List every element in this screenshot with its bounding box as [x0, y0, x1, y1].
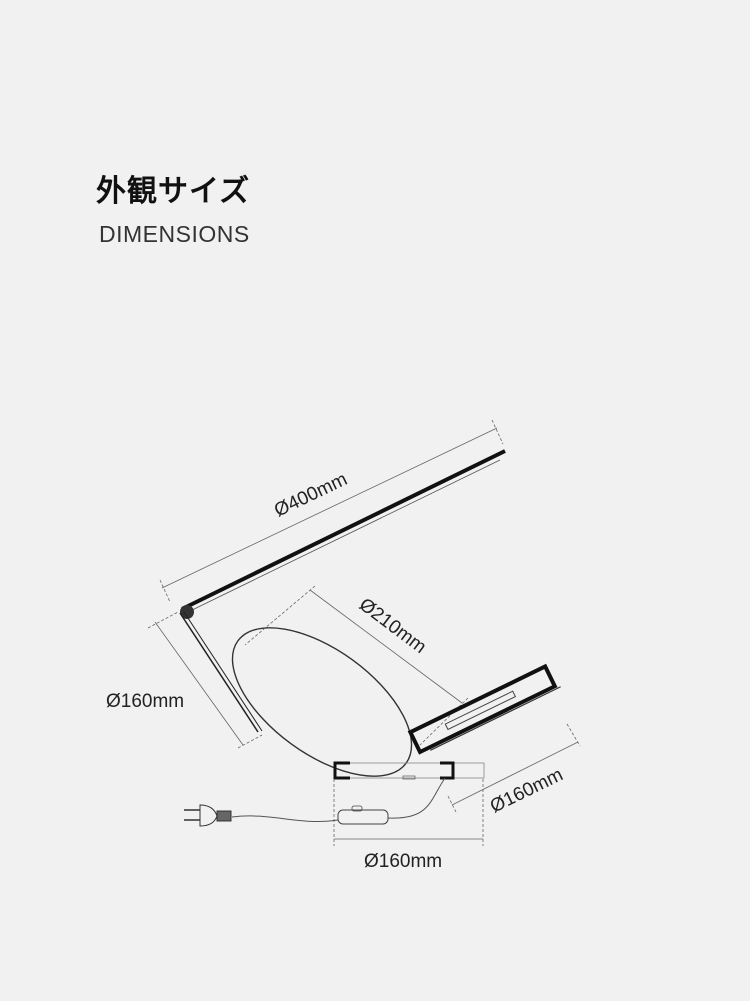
- lamp-lower-arm: [179, 611, 263, 733]
- label-head-length: Ø160mm: [487, 764, 566, 817]
- dimension-line-head: [447, 723, 581, 813]
- page-title: 外観サイズ: [96, 174, 251, 209]
- lamp-head: [407, 663, 561, 755]
- dimension-line-arm: [159, 419, 504, 603]
- lamp-upper-arm: [180, 449, 506, 619]
- page-subtitle: DIMENSIONS: [99, 221, 250, 247]
- cord-switch: [337, 805, 389, 825]
- label-base-width: Ø160mm: [364, 851, 442, 872]
- label-arm-length: Ø400mm: [271, 469, 351, 522]
- label-lower-arm-length: Ø160mm: [106, 691, 184, 712]
- power-cord: [231, 777, 446, 823]
- label-ring-diameter: Ø210mm: [355, 594, 430, 658]
- dimension-line-base: [333, 779, 484, 846]
- power-plug-icon: [184, 804, 232, 827]
- dimension-line-lower-arm: [147, 611, 263, 749]
- lamp-base: [333, 761, 485, 780]
